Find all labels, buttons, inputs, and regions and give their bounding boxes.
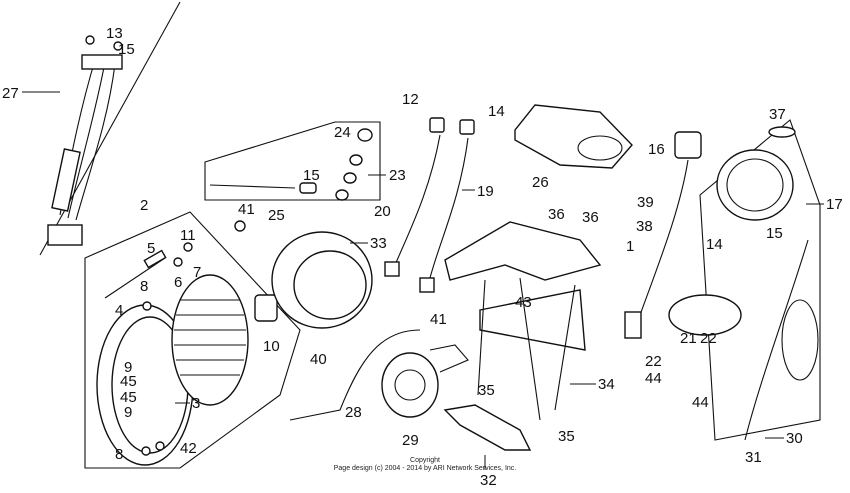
callout-6: 6 [174,274,182,291]
callout-15-middle: 15 [303,167,320,184]
callout-12: 12 [402,91,419,108]
callout-33: 33 [370,235,387,252]
callout-8-upper: 8 [140,278,148,295]
callout-26: 26 [532,174,549,191]
callout-7: 7 [193,264,201,281]
callout-42: 42 [180,440,197,457]
callout-41-lower: 41 [430,311,447,328]
callout-15: 15 [118,41,135,58]
callout-14-right: 14 [706,236,723,253]
headlight-assembly [84,211,301,469]
callout-labels: 27 13 15 2 5 11 6 7 8 4 10 9 45 45 3 9 4… [2,25,843,489]
callout-45-upper: 45 [120,373,137,390]
callout-27: 27 [2,85,19,102]
callout-23: 23 [389,167,406,184]
bulb-sockets-19-20 [384,117,475,293]
callout-16: 16 [648,141,665,158]
callout-36-right: 36 [582,209,599,226]
meter-bracket-34 [444,221,602,421]
callout-9-lower: 9 [124,404,132,421]
callout-29: 29 [402,432,419,449]
callout-39: 39 [637,194,654,211]
callout-13: 13 [106,25,123,42]
callout-10: 10 [263,338,280,355]
callout-11: 11 [180,227,196,244]
stay-32 [443,404,532,451]
callout-25: 25 [268,207,285,224]
callout-5: 5 [147,240,155,257]
callout-38: 38 [636,218,653,235]
callout-3: 3 [192,395,200,412]
callout-44-right: 44 [692,394,709,411]
horn-29 [381,344,469,418]
callout-35-lower: 35 [558,428,575,445]
callout-40: 40 [310,351,327,368]
callout-35-upper: 35 [478,382,495,399]
callout-19: 19 [477,183,494,200]
callout-41-upper: 41 [238,201,255,218]
wire-group-23 [204,121,381,201]
callout-37: 37 [769,106,786,123]
callout-36-left: 36 [548,206,565,223]
copyright-line1: Copyright [410,457,440,464]
callout-15-right: 15 [766,225,783,242]
meter-cover-26 [514,104,633,169]
callout-21: 21 [680,330,697,347]
callout-24: 24 [334,124,351,141]
callout-17: 17 [826,196,843,213]
callout-28: 28 [345,404,362,421]
callout-32: 32 [480,472,497,489]
callout-9-upper: 9 [124,359,132,376]
lens-grid [174,299,246,376]
callout-14-top: 14 [488,103,505,120]
callout-4: 4 [115,302,123,319]
callout-1: 1 [626,238,634,255]
switch-16 [624,131,702,339]
callout-44-left: 44 [645,370,662,387]
copyright-line2: Page design (c) 2004 - 2014 by ARI Netwo… [334,465,517,472]
callout-2: 2 [140,197,148,214]
callout-8-lower: 8 [115,446,123,463]
callout-34: 34 [598,376,615,393]
callout-22-right: 22 [700,330,717,347]
wire-harness-27 [39,1,181,256]
callout-43: 43 [515,294,532,311]
headlight-case-33 [234,220,373,329]
gauge-group-17 [668,119,821,441]
horn-wire-28 [289,329,421,421]
callout-45-lower: 45 [120,389,137,406]
callout-31: 31 [745,449,762,466]
callout-30: 30 [786,430,803,447]
callout-22-left: 22 [645,353,662,370]
callout-20: 20 [374,203,391,220]
